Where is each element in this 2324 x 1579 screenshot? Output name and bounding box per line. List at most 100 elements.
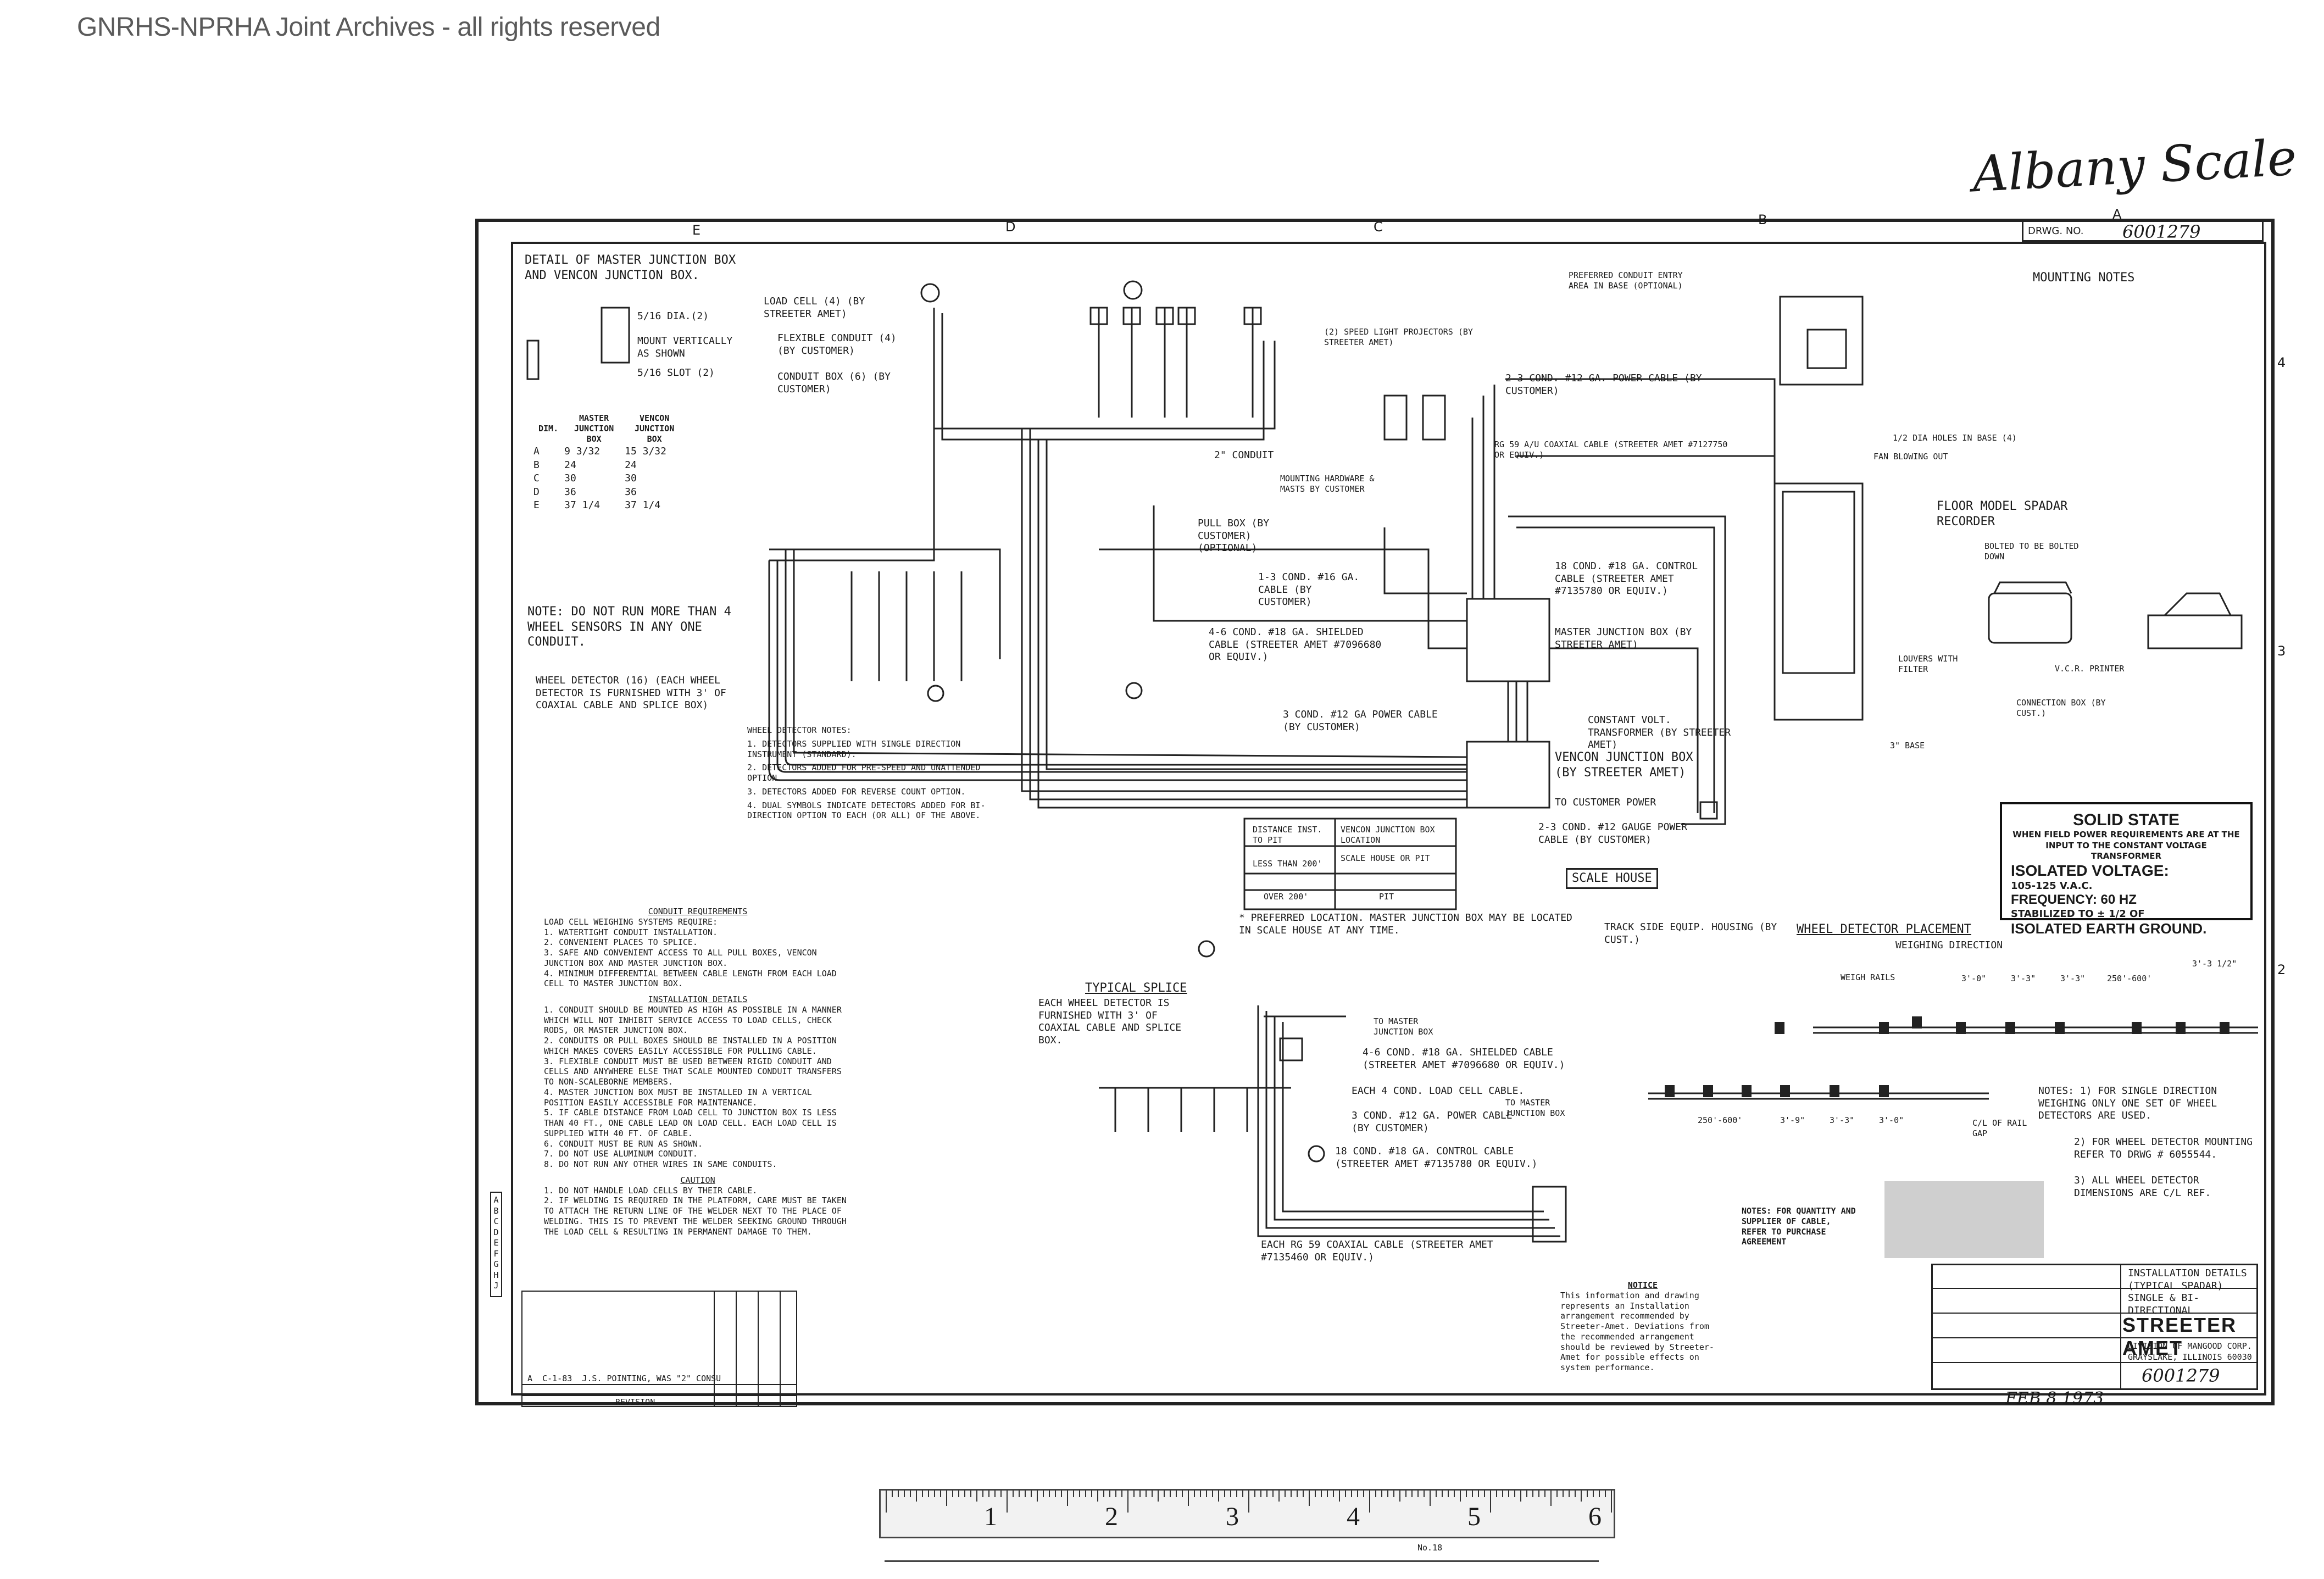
zone-letter: E bbox=[692, 223, 701, 238]
solid-state-box: SOLID STATE WHEN FIELD POWER REQUIREMENT… bbox=[2000, 802, 2253, 937]
lower-callout: 4-6 COND. #18 GA. SHIELDED CABLE (STREET… bbox=[1363, 1047, 1565, 1071]
zone-letter-left: D bbox=[493, 1227, 499, 1237]
zone-number: 4 bbox=[2277, 355, 2286, 370]
solid-state-title: SOLID STATE bbox=[2073, 811, 2180, 829]
typical-splice-title: TYPICAL SPLICE bbox=[1085, 981, 1187, 995]
callout-power-cable-2: 2-3 COND. #12 GAUGE POWER CABLE (BY CUST… bbox=[1538, 821, 1687, 846]
mount-note: 5/16 SLOT (2) bbox=[637, 367, 715, 379]
conduit-item: 2. CONVENIENT PLACES TO SPLICE. bbox=[544, 937, 698, 948]
zone-letter-left: J bbox=[493, 1281, 499, 1291]
placement-dim: 250'-600' bbox=[1698, 1115, 1743, 1125]
location-cell: PIT bbox=[1379, 892, 1394, 902]
lower-callout: EACH RG 59 COAXIAL CABLE (STREETER AMET … bbox=[1261, 1239, 1493, 1263]
zone-letter: A bbox=[2112, 207, 2122, 222]
company-city: GRAYSLAKE, ILLINOIS 60030 bbox=[2128, 1352, 2252, 1362]
dim-cell: D bbox=[533, 486, 540, 498]
dim-cell: 36 bbox=[625, 486, 637, 498]
callout-base: 3" BASE bbox=[1890, 741, 1925, 750]
dim-cell: B bbox=[533, 459, 540, 471]
installation-item: 2. CONDUITS OR PULL BOXES SHOULD BE INST… bbox=[544, 1036, 837, 1056]
drawing-number: 6001279 bbox=[2122, 221, 2201, 242]
recorder-sketch bbox=[1988, 581, 2243, 649]
conduit-item: 1. WATERTIGHT CONDUIT INSTALLATION. bbox=[544, 927, 718, 937]
zone-letter-left: A bbox=[493, 1195, 499, 1205]
dim-cell: A bbox=[533, 446, 540, 458]
isolated-earth-ground: ISOLATED EARTH GROUND. bbox=[2011, 920, 2207, 937]
isolated-voltage: ISOLATED VOLTAGE: bbox=[2011, 861, 2169, 879]
zone-letter-left: F bbox=[493, 1248, 499, 1259]
ruler-lower bbox=[885, 1560, 1599, 1579]
zone-letter-left: B bbox=[493, 1205, 499, 1216]
installation-item: 8. DO NOT RUN ANY OTHER WIRES IN SAME CO… bbox=[544, 1159, 777, 1169]
placement-note: 3) ALL WHEEL DETECTOR DIMENSIONS ARE C/L… bbox=[2074, 1175, 2211, 1199]
detail-title: DETAIL OF MASTER JUNCTION BOX AND VENCON… bbox=[525, 253, 736, 282]
callout-vencon-jb: VENCON JUNCTION BOX (BY STREETER AMET) bbox=[1555, 750, 1693, 780]
dim-cell: 24 bbox=[564, 459, 576, 471]
dim-cell: 24 bbox=[625, 459, 637, 471]
callout-coax-cable: RG 59 A/U COAXIAL CABLE (STREETER AMET #… bbox=[1494, 440, 1728, 460]
vencon-junction-box-symbol bbox=[1466, 741, 1550, 809]
company-name: STREETER AMET bbox=[2122, 1314, 2237, 1359]
lower-callout: TO MASTER JUNCTION BOX bbox=[1505, 1098, 1565, 1118]
placement-detectors bbox=[1665, 1016, 2230, 1097]
placement-dim: 3'-0" bbox=[1961, 974, 1987, 983]
revision-row: A C-1-83 J.S. POINTING, WAS "2" CONSU bbox=[527, 1374, 721, 1383]
dim-cell: 9 3/32 bbox=[564, 446, 601, 458]
callout-trackside: TRACK SIDE EQUIP. HOUSING (BY CUST.) bbox=[1604, 921, 1777, 946]
notice-text: This information and drawing represents … bbox=[1560, 1290, 1714, 1372]
drawing-number-label: DRWG. NO. bbox=[2028, 225, 2084, 237]
typical-splice-text: EACH WHEEL DETECTOR IS FURNISHED WITH 3'… bbox=[1038, 997, 1182, 1046]
installation-item: 7. DO NOT USE ALUMINUM CONDUIT. bbox=[544, 1149, 698, 1159]
lower-callout: 18 COND. #18 GA. CONTROL CABLE (STREETER… bbox=[1335, 1146, 1538, 1170]
frequency: FREQUENCY: 60 HZ bbox=[2011, 892, 2137, 907]
placement-weigh-rails: WEIGH RAILS bbox=[1841, 972, 1895, 982]
recorder-title: FLOOR MODEL SPADAR RECORDER bbox=[1937, 499, 2068, 529]
callout-flexible-conduit: FLEXIBLE CONDUIT (4) (BY CUSTOMER) bbox=[777, 332, 897, 357]
placement-dim: 3'-0" bbox=[1879, 1115, 1904, 1125]
recorder-printer: V.C.R. PRINTER bbox=[2055, 664, 2125, 674]
caution-item: 1. DO NOT HANDLE LOAD CELLS BY THEIR CAB… bbox=[544, 1185, 758, 1196]
zone-letters-left: A B C D E F G H J bbox=[491, 1195, 502, 1292]
zone-letter-left: E bbox=[493, 1238, 499, 1248]
installation-item: 3. FLEXIBLE CONDUIT MUST BE USED BETWEEN… bbox=[544, 1056, 842, 1087]
mount-note: 5/16 DIA.(2) bbox=[637, 310, 709, 322]
recorder-sub: BOLTED TO BE BOLTED DOWN bbox=[1984, 541, 2079, 561]
location-header: DISTANCE INST. TO PIT bbox=[1253, 825, 1322, 845]
dim-cell: 37 1/4 bbox=[564, 499, 601, 511]
zone-letter: D bbox=[1005, 219, 1016, 235]
installation-item: 6. CONDUIT MUST BE RUN AS SHOWN. bbox=[544, 1138, 703, 1149]
callout-louvers: LOUVERS WITH FILTER bbox=[1898, 654, 1958, 674]
placement-rail-gap: C/L OF RAIL GAP bbox=[1972, 1118, 2027, 1138]
callout-connection-box: CONNECTION BOX (BY CUST.) bbox=[2016, 698, 2106, 718]
notes-purchase: NOTES: FOR QUANTITY AND SUPPLIER OF CABL… bbox=[1742, 1206, 1856, 1247]
placement-dim: 3'-3 1/2" bbox=[2192, 959, 2237, 969]
lower-callout: TO MASTER JUNCTION BOX bbox=[1374, 1016, 1433, 1037]
callout-cv-transformer: CONSTANT VOLT. TRANSFORMER (BY STREETER … bbox=[1588, 714, 1731, 750]
dim-header: MASTER JUNCTION BOX bbox=[574, 413, 614, 444]
location-footnote: * PREFERRED LOCATION. MASTER JUNCTION BO… bbox=[1239, 912, 1572, 936]
installation-item: 4. MASTER JUNCTION BOX MUST BE INSTALLED… bbox=[544, 1087, 812, 1108]
conduit-item: 3. SAFE AND CONVENIENT ACCESS TO ALL PUL… bbox=[544, 948, 817, 968]
callout-load-cell: LOAD CELL (4) (BY STREETER AMET) bbox=[764, 296, 865, 320]
company-division: DIVISION OF MANGOOD CORP. bbox=[2128, 1341, 2252, 1351]
conduit-intro: LOAD CELL WEIGHING SYSTEMS REQUIRE: bbox=[544, 916, 718, 927]
callout-conduit: 2" CONDUIT bbox=[1214, 449, 1274, 461]
placement-note: 2) FOR WHEEL DETECTOR MOUNTING REFER TO … bbox=[2074, 1136, 2253, 1160]
note-item: 1. DETECTORS SUPPLIED WITH SINGLE DIRECT… bbox=[747, 738, 961, 759]
ruler-ticks bbox=[886, 1491, 1612, 1513]
callout-fan: FAN BLOWING OUT bbox=[1873, 452, 1948, 462]
note-item: 2. DETECTORS ADDED FOR PRE-SPEED AND UNA… bbox=[747, 763, 981, 783]
callout-conduit-box: CONDUIT BOX (6) (BY CUSTOMER) bbox=[777, 371, 891, 395]
callout-mounting-hardware: MOUNTING HARDWARE & MASTS BY CUSTOMER bbox=[1280, 474, 1375, 494]
wheel-detector-notes: WHEEL DETECTOR NOTES: 1. DETECTORS SUPPL… bbox=[747, 725, 989, 821]
zone-letter: B bbox=[1758, 212, 1767, 227]
callout-control-cable: 18 COND. #18 GA. CONTROL CABLE (STREETER… bbox=[1555, 560, 1698, 597]
title-block-drwg-no: 6001279 bbox=[2142, 1365, 2220, 1386]
title-block: INSTALLATION DETAILS (TYPICAL SPADAR) SI… bbox=[1931, 1264, 2258, 1390]
zone-letter-left: H bbox=[493, 1270, 499, 1280]
drawing-inner-frame bbox=[511, 242, 2266, 1395]
caution-item: 2. IF WELDING IS REQUIRED IN THE PLATFOR… bbox=[544, 1196, 847, 1237]
drawing-date: FEB 8 1973 bbox=[2005, 1389, 2104, 1408]
